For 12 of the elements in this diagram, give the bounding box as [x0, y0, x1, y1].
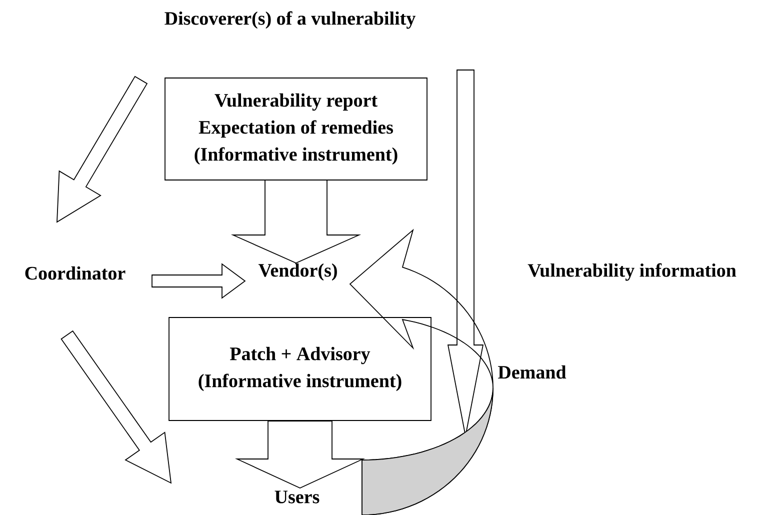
node-label: Discoverer(s) of a vulnerability [164, 11, 416, 29]
node-label: Coordinator [25, 266, 126, 280]
callout-box: Vulnerability report Expectation of remedies (Informative instrument) [164, 78, 428, 180]
node-label: Users [274, 490, 320, 504]
node-label: Vendor(s) [258, 263, 337, 281]
edge-label: Demand [498, 365, 566, 379]
callout-arrow [230, 180, 362, 264]
curved-block-arrow [349, 228, 494, 515]
edge-label: Vulnerability information [528, 263, 736, 281]
callout-arrow [234, 420, 366, 488]
callout-box: Patch + Advisory (Informative instrument) [168, 317, 432, 421]
block-arrow [152, 263, 246, 299]
